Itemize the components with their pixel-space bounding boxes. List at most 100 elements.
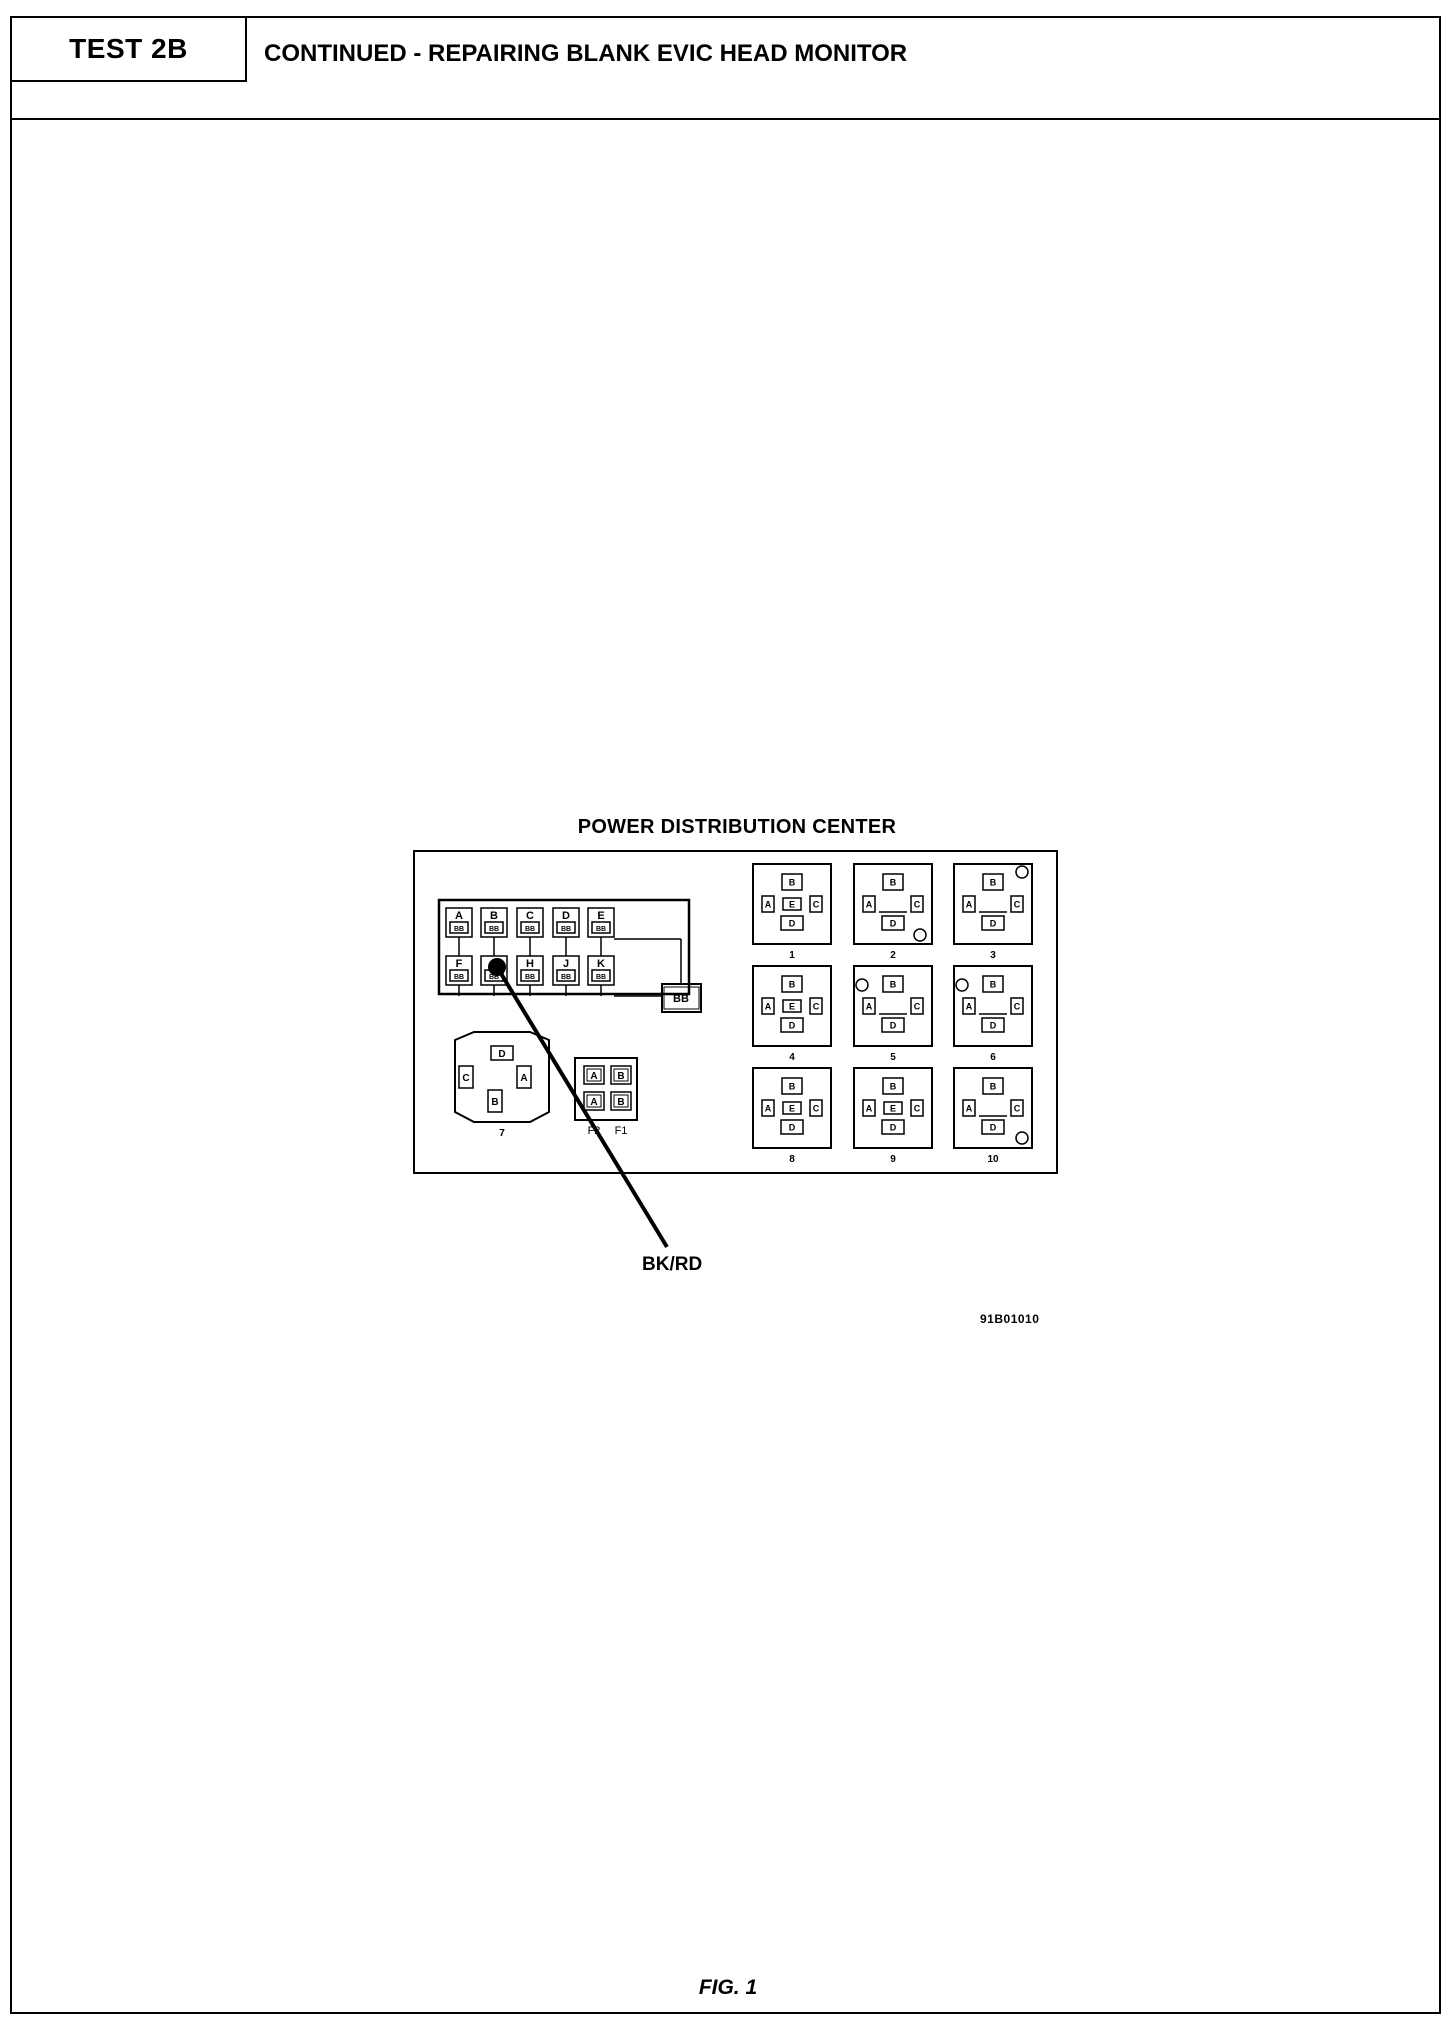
fuse-cell-outline — [587, 907, 615, 938]
relay-7-body — [454, 1031, 550, 1123]
small-block-label: F1 — [615, 1125, 628, 1137]
fuse-cell-E: E BB — [587, 907, 615, 938]
small-fuse-letter: B — [617, 1097, 624, 1108]
diagram-title: POWER DISTRIBUTION CENTER — [577, 816, 897, 838]
relay-pin-D — [981, 1119, 1005, 1135]
relay-pin-B — [982, 975, 1004, 993]
relay-pin-D — [780, 915, 804, 931]
relay-7-pin-label: B — [491, 1097, 498, 1108]
relay-7-pin-label: C — [462, 1073, 469, 1084]
fuse-terminal — [520, 969, 540, 982]
bb-connector-label: BB — [673, 993, 689, 1005]
relay-mount-hole — [1015, 865, 1029, 879]
relay-pin-label: C — [813, 900, 820, 910]
small-fuse-inner — [613, 1068, 629, 1082]
fuse-terminal — [591, 921, 611, 934]
fuse-letter: E — [597, 910, 604, 922]
small-fuse-inner — [586, 1068, 602, 1082]
fuse-terminal-label: BB — [489, 926, 499, 933]
relay-pin-E — [883, 1101, 903, 1115]
relay-7-pin-B — [487, 1089, 503, 1113]
bb-connector-inner — [663, 986, 700, 1010]
fuse-terminal — [484, 921, 504, 934]
relay-7-pin-C — [458, 1065, 474, 1089]
fuse-letter: F — [456, 958, 463, 970]
relay-pin-A — [761, 895, 775, 913]
fuse-cell-F: F BB — [445, 955, 473, 986]
relay-pin-label: A — [866, 1002, 873, 1012]
relay-7-pin-label: D — [498, 1049, 505, 1060]
fuse-terminal-label: BB — [454, 974, 464, 981]
relay-pin-C — [809, 895, 823, 913]
relay-pin-C — [1010, 1099, 1024, 1117]
page-title: CONTINUED - REPAIRING BLANK EVIC HEAD MO… — [264, 40, 908, 67]
relay-pin-label: D — [890, 919, 897, 929]
relay-pin-label: D — [890, 1123, 897, 1133]
relay-pin-label: A — [966, 1002, 973, 1012]
relay-pin-B — [882, 1077, 904, 1095]
fuse-cell-outline — [516, 907, 544, 938]
relay-number: 9 — [890, 1154, 896, 1165]
relay-pin-label: B — [789, 980, 796, 990]
relay-pin-A — [761, 997, 775, 1015]
small-fuse-letter: B — [617, 1071, 624, 1082]
fuse-cell-outline — [587, 955, 615, 986]
small-fuse-inner — [613, 1094, 629, 1108]
relay-pin-A — [761, 1099, 775, 1117]
fuse-terminal-label: BB — [561, 926, 571, 933]
test-id: TEST 2B — [12, 18, 247, 82]
relay-pin-label: B — [789, 878, 796, 888]
relay-pin-B — [781, 873, 803, 891]
relay-pin-D — [881, 1017, 905, 1033]
pdc-outline — [413, 850, 1058, 1174]
fuse-letter: B — [490, 910, 498, 922]
relay-mount-hole — [855, 978, 869, 992]
relay-pin-A — [862, 1099, 876, 1117]
small-fuse-cell — [610, 1065, 632, 1085]
fuse-cell-outline — [480, 955, 508, 986]
fuse-cell-B: BBB — [480, 907, 508, 938]
relay-1-outline — [752, 863, 832, 945]
relay-pin-E — [782, 897, 802, 911]
relay-pin-label: A — [765, 1104, 772, 1114]
fuse-cell-outline — [480, 907, 508, 938]
relay-mount-hole — [955, 978, 969, 992]
relay-number: 10 — [987, 1154, 999, 1165]
fuse-cell-H: HBB — [516, 955, 544, 986]
relay-pin-label: C — [813, 1002, 820, 1012]
fuse-terminal-label: BB — [454, 926, 464, 933]
relay-pin-C — [910, 895, 924, 913]
fuse-terminal-label: BB — [596, 926, 606, 933]
relay-number: 5 — [890, 1052, 896, 1063]
page-frame: TEST 2B CONTINUED - REPAIRING BLANK EVIC… — [10, 16, 1441, 2014]
fuse-cell-outline — [445, 907, 473, 938]
relay-pin-B — [882, 873, 904, 891]
relay-6-outline — [953, 965, 1033, 1047]
relay-pin-label: E — [789, 900, 795, 910]
relay-pin-B — [781, 975, 803, 993]
small-fuse-cell — [583, 1091, 605, 1111]
fuse-letter: K — [597, 958, 605, 970]
fuse-cell-D: DBB — [552, 907, 580, 938]
relay-pin-label: C — [813, 1104, 820, 1114]
relay-pin-B — [982, 873, 1004, 891]
fuse-letter: C — [526, 910, 534, 922]
fuse-cell-outline — [552, 955, 580, 986]
fuse-terminal — [556, 921, 576, 934]
relay-pin-B — [982, 1077, 1004, 1095]
relay-number: 6 — [990, 1052, 996, 1063]
relay-7-number: 7 — [499, 1128, 505, 1139]
fuse-terminal-label: BB — [596, 974, 606, 981]
small-fuse-cell — [610, 1091, 632, 1111]
fuse-cell-A: ABB — [445, 907, 473, 938]
